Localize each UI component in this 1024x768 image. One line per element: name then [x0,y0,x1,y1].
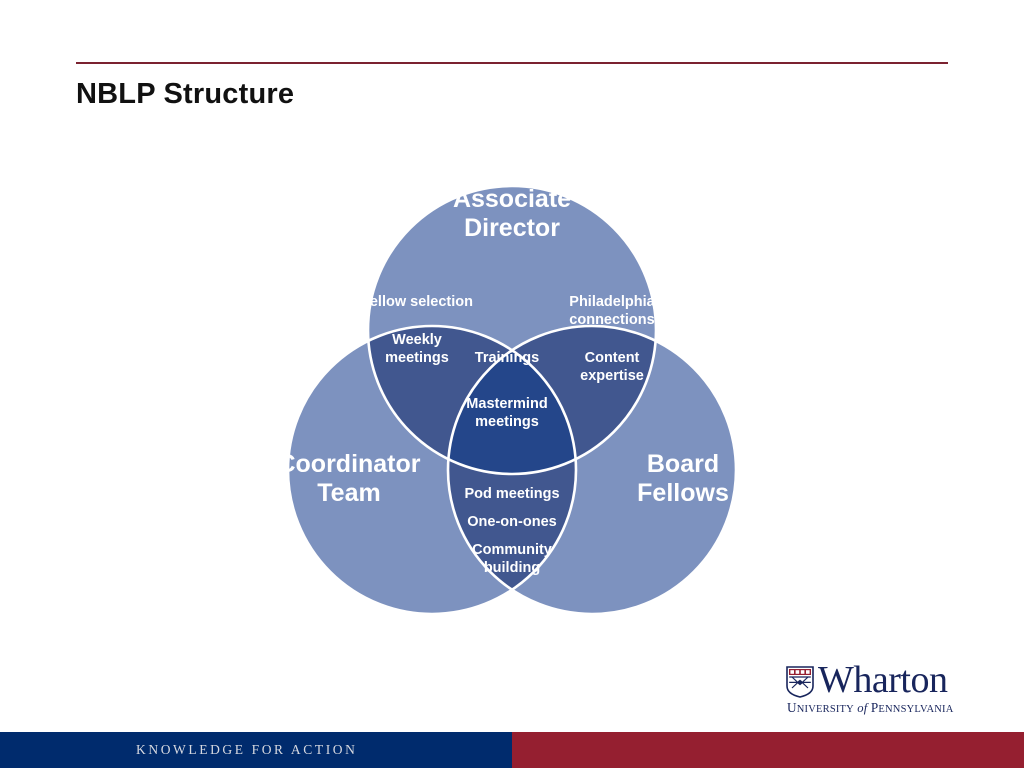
overlap-item-community-building: Community building [472,542,552,577]
overlap-items-ct-bf: Pod meetings One-on-ones Community build… [422,485,602,578]
overlap-item-trainings: Trainings [474,350,540,366]
wharton-logo: Wharton UNIVERSITY of PENNSYLVANIA [786,659,986,716]
overlap-item-fellow-selection: Fellow selection [361,294,473,310]
wharton-wordmark: Wharton [818,659,948,701]
footer-tagline: KNOWLEDGE FOR ACTION [136,742,358,757]
venn-diagram: Associate Director Coordinator Team Boar… [236,125,788,650]
outline-board-fellows [446,324,738,616]
overlap-item-philadelphia-connections: Philadelphia connections [569,294,655,329]
overlap-item-mastermind-meetings: Mastermind meetings [466,396,548,431]
overlap-item-one-on-ones: One-on-ones [467,514,557,531]
wharton-subline-university: UNIVERSITY [787,700,854,716]
wharton-subline-of: of [853,701,871,716]
footer-bar: KNOWLEDGE FOR ACTION [0,732,1024,768]
overlap-all-three [448,326,576,474]
venn-diagram-shapes [286,184,738,616]
outline-coordinator-team [286,324,578,616]
page-title: NBLP Structure [76,78,295,110]
title-divider-rule [76,62,948,64]
footer-right-band [512,732,1024,768]
footer-left-band: KNOWLEDGE FOR ACTION [0,732,512,768]
wharton-subline: UNIVERSITY of PENNSYLVANIA [787,700,986,716]
overlap-item-pod-meetings: Pod meetings [464,486,560,502]
overlap-items-all-three: Trainings Mastermind meetings [422,349,592,431]
outline-associate-director [366,184,658,476]
wharton-subline-pennsylvania: PENNSYLVANIA [870,700,954,716]
penn-shield-icon [786,666,814,698]
